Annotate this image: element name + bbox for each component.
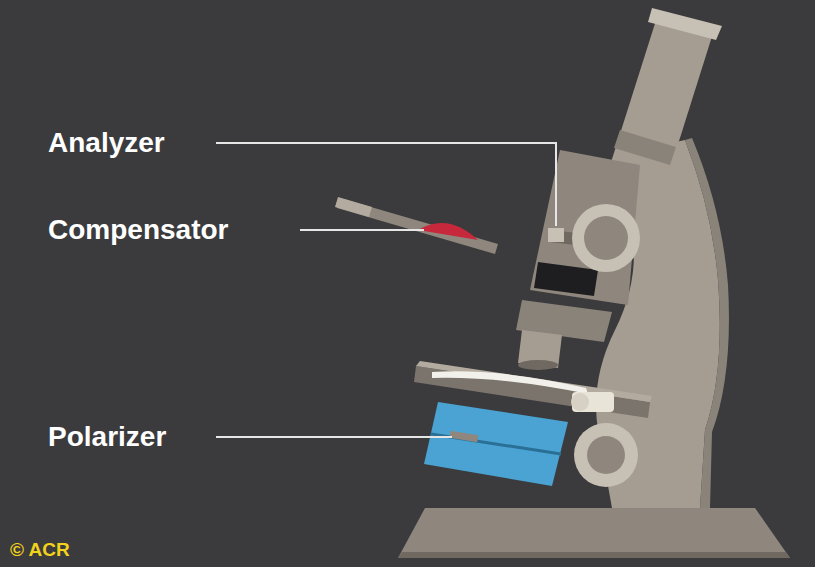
part-label: Compensator: [48, 216, 228, 244]
objective-tip: [518, 360, 558, 370]
leader-line: [216, 143, 556, 226]
polarizer-filter: [424, 402, 568, 486]
microscope-base: [398, 508, 790, 558]
focus-knob-center: [584, 216, 628, 260]
analyzer-slider: [548, 228, 564, 242]
compensator-slot: [534, 262, 598, 296]
stage-top: [416, 361, 652, 402]
part-label: Polarizer: [48, 423, 166, 451]
microscope-head: [530, 150, 640, 305]
clip-screw: [571, 393, 589, 411]
arm-shade: [685, 138, 729, 508]
tube-collar: [614, 130, 676, 165]
part-label: Analyzer: [48, 129, 165, 157]
leader-line: [300, 229, 424, 231]
copyright-note: © ACR: [10, 540, 70, 559]
polarizer-handle: [450, 431, 479, 442]
base-edge: [398, 552, 790, 558]
compensator-crystal: [418, 223, 478, 240]
focus-knob: [572, 204, 640, 272]
fine-knob-center: [587, 436, 625, 474]
stage-clip: [572, 392, 614, 412]
glass-slide: [432, 371, 588, 394]
eyepiece-cap: [648, 8, 722, 40]
leader-line: [216, 436, 452, 438]
fine-focus-knob: [574, 423, 638, 487]
compensator-handle: [335, 197, 372, 217]
